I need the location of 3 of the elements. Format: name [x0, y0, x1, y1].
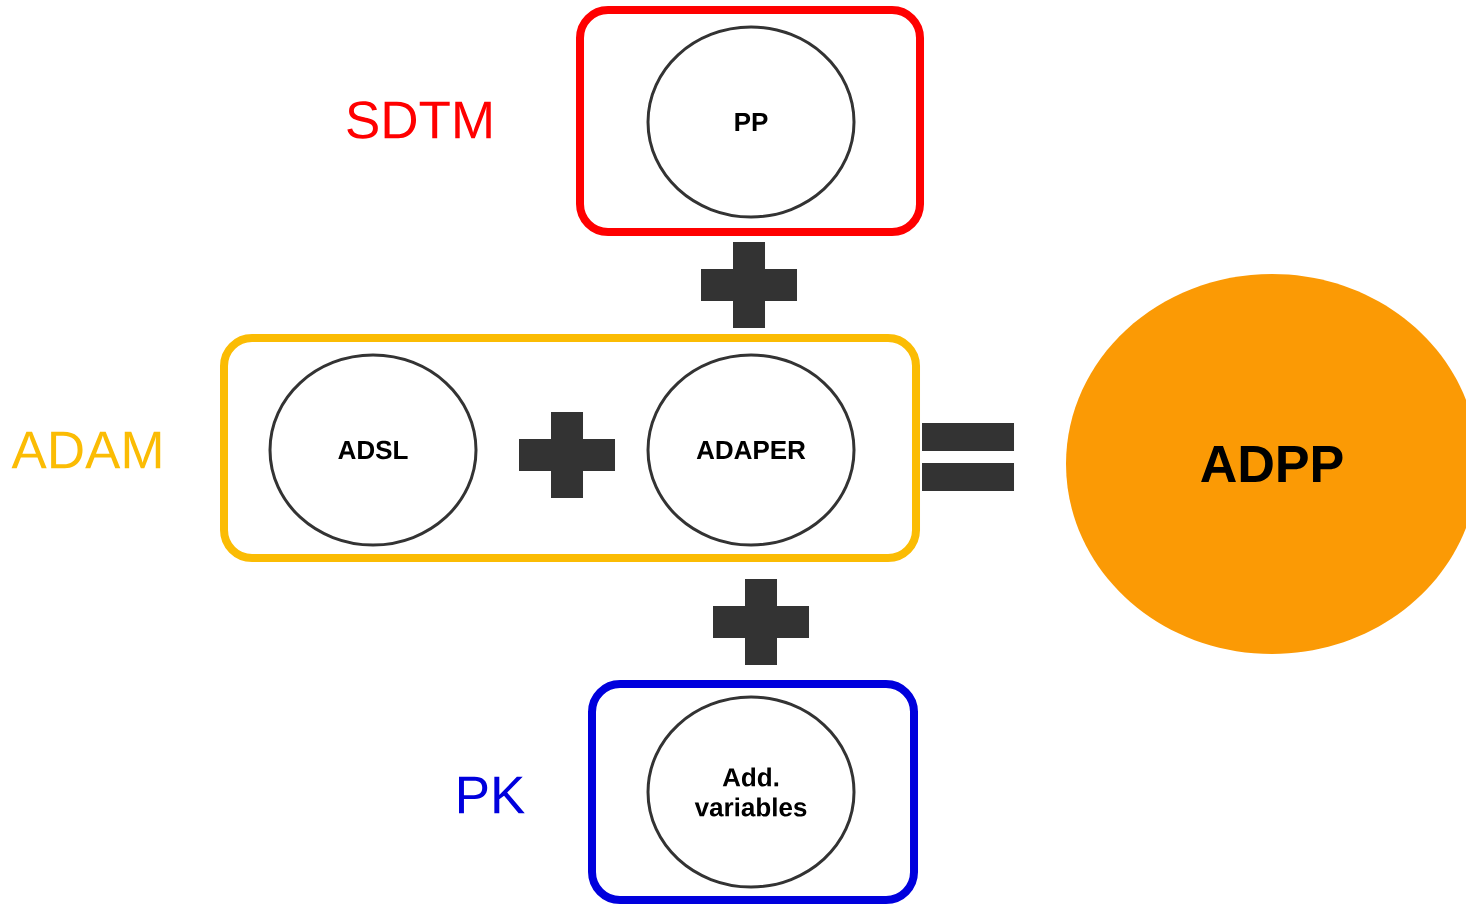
group-heading: SDTM [347, 101, 491, 139]
group-heading: PK [459, 776, 525, 814]
group-heading: ADAM [11, 431, 161, 469]
